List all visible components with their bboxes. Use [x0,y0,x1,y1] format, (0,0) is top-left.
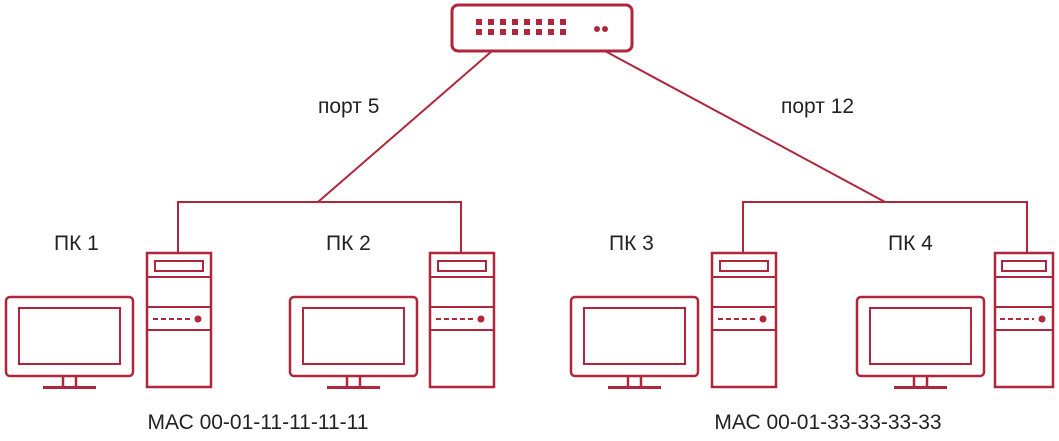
pc-label-4: ПК 4 [888,232,933,255]
pc-label-1: ПК 1 [54,232,99,255]
system-unit-icon [993,251,1055,389]
mac-label-right: МАС 00-01-33-33-33-33 [714,411,941,434]
pc-label-3: ПК 3 [609,232,654,255]
system-unit-icon [428,251,496,389]
monitor-icon [855,295,986,389]
system-unit-icon [145,251,213,389]
bus-right [742,201,1028,253]
connection-lines [177,50,1028,253]
link-switch-to-right-branch [604,50,886,203]
pc-label-2: ПК 2 [326,232,371,255]
bus-left [177,201,462,253]
port-label-right: порт 12 [781,95,854,118]
pc-1 [4,251,213,389]
pc-4 [855,251,1055,389]
link-switch-to-left-branch [317,50,493,203]
monitor-icon [4,295,135,389]
monitor-icon [569,295,700,389]
pc-2 [288,251,496,389]
network-switch-icon [450,3,634,53]
port-label-left: порт 5 [318,95,379,118]
mac-label-left: МАС 00-01-11-11-11-11 [148,411,369,434]
pc-3 [569,251,778,389]
monitor-icon [288,295,419,389]
system-unit-icon [710,251,778,389]
